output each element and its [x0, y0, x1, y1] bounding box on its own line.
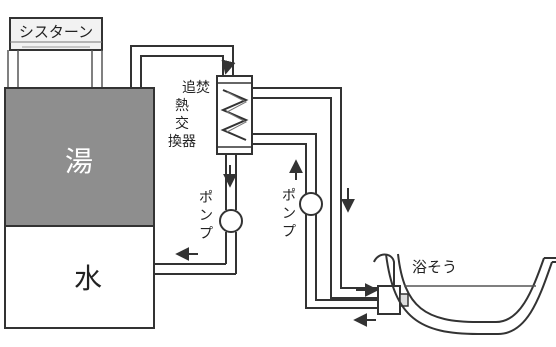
- heat-exchanger: [216, 75, 253, 155]
- hot-water-zone: [6, 89, 153, 226]
- heat-exchanger-label-line4: 換器: [168, 134, 196, 150]
- storage-tank: 湯 水: [4, 87, 155, 329]
- hot-water-label: 湯: [65, 145, 93, 178]
- pump-right-label: ポ ン プ: [282, 188, 296, 240]
- cold-water-label: 水: [74, 262, 102, 295]
- heat-exchanger-label-line2: 熱: [175, 98, 189, 114]
- bath-circulation-pipes: [252, 87, 380, 309]
- pump-left-label-char3: プ: [199, 226, 213, 242]
- cistern-label: シスターン: [19, 23, 93, 41]
- pump-left: [219, 209, 243, 233]
- pump-right-label-char3: プ: [282, 224, 296, 240]
- pump-left-label-char2: ン: [199, 208, 213, 224]
- pump-right-label-char1: ポ: [282, 188, 296, 204]
- bathtub-label: 浴そう: [412, 258, 457, 276]
- cistern: シスターン: [7, 17, 103, 88]
- heat-exchanger-label-line3: 交: [175, 115, 189, 132]
- pump-right: [299, 192, 323, 216]
- pump-left-label: ポ ン プ: [199, 190, 213, 242]
- heat-exchanger-label: 追焚 熱 交 換器: [168, 80, 210, 150]
- heat-exchanger-label-line1: 追焚: [182, 80, 210, 96]
- pump-left-label-char1: ポ: [199, 190, 213, 206]
- pump-right-label-char2: ン: [282, 206, 296, 222]
- bathtub: [385, 253, 556, 335]
